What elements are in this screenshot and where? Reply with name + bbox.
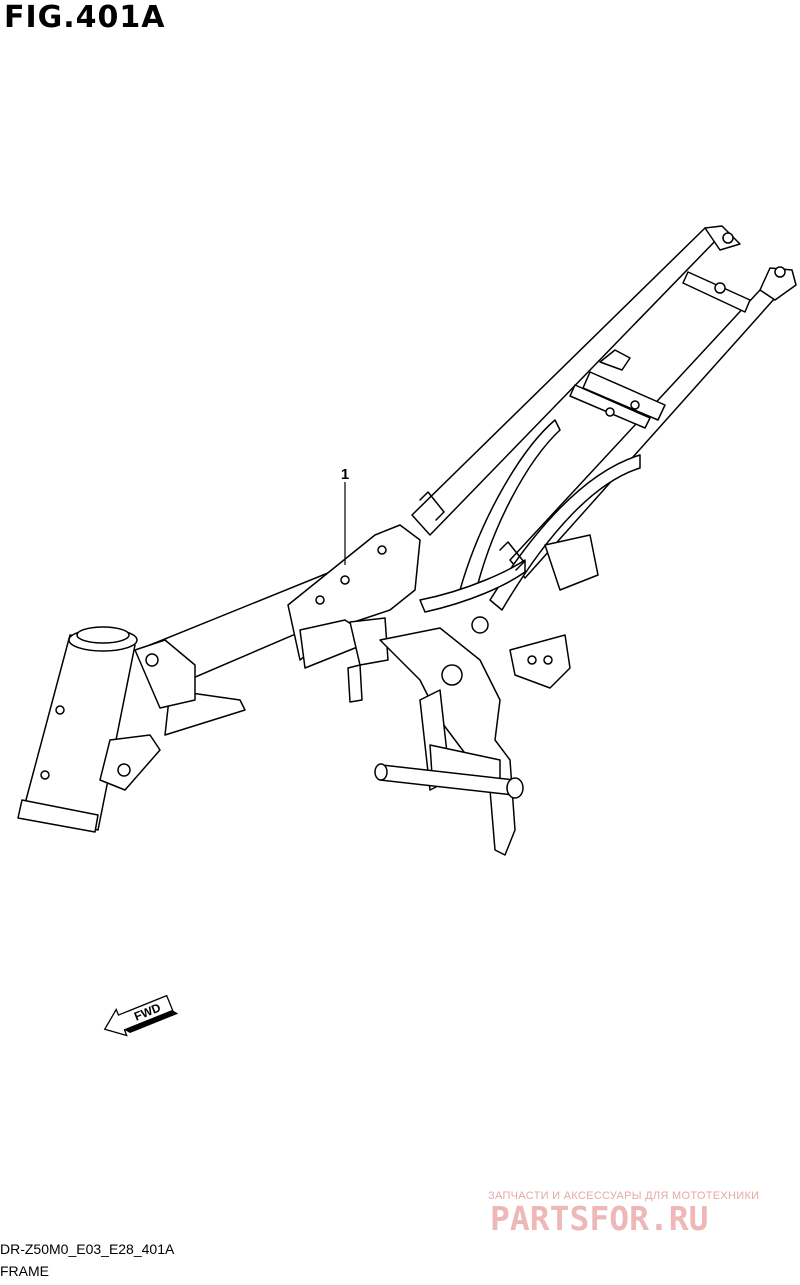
main-rail-left <box>411 225 741 536</box>
callout-1-label: 1 <box>341 466 349 483</box>
side-brackets <box>347 534 599 703</box>
center-gusset <box>287 524 421 669</box>
fwd-arrow-icon: FWD <box>103 994 179 1037</box>
mount-holes <box>315 232 786 605</box>
diagram-caption: FRAME <box>0 1263 49 1279</box>
seat-rails-lower <box>419 419 641 613</box>
head-gusset <box>99 639 196 791</box>
head-pipe <box>17 626 138 833</box>
pivot-plate <box>379 616 516 856</box>
pivot-shaft <box>374 763 524 799</box>
watermark-logo: PARTSFOR.RU <box>490 1199 709 1238</box>
diagram-code: DR-Z50M0_E03_E28_401A <box>0 1241 175 1257</box>
figure-title: FIG.401A <box>4 0 166 35</box>
rear-cross-members <box>569 271 751 429</box>
callout-1: 1 <box>341 466 349 565</box>
watermark-tagline: ЗАПЧАСТИ И АКСЕССУАРЫ ДЛЯ МОТОТЕХНИКИ <box>488 1190 760 1202</box>
wire-loops <box>419 491 525 571</box>
